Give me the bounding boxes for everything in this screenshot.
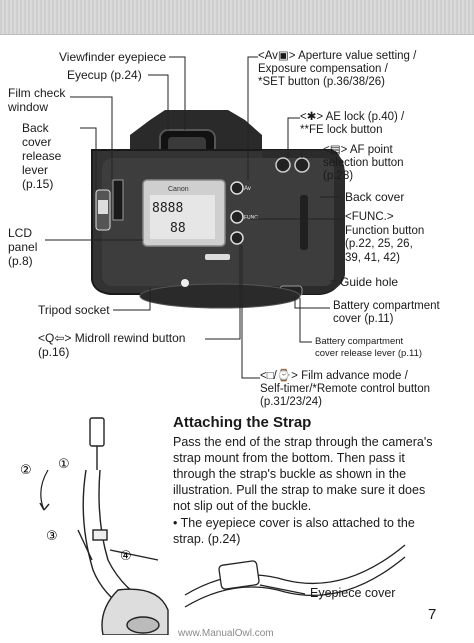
label-battery-cover: Battery compartment cover (p.11)	[333, 300, 440, 325]
label-viewfinder: Viewfinder eyepiece	[59, 50, 167, 64]
label-func: <FUNC.> Function button (p.22, 25, 26, 3…	[345, 211, 425, 264]
tripod-socket	[181, 279, 189, 287]
film-advance-button[interactable]	[230, 231, 244, 245]
ae-lock-button[interactable]	[275, 157, 291, 173]
func-label: FUNC	[244, 215, 258, 221]
label-midroll-page: (p.16)	[38, 345, 70, 359]
label-back-cover-release: Back cover release lever (p.15)	[22, 121, 62, 191]
label-guide-hole: Guide hole	[340, 275, 399, 289]
step-4-marker: ④	[120, 549, 132, 564]
page-number: 7	[428, 606, 437, 623]
label-lcd-panel: LCD panel (p.8)	[8, 226, 38, 268]
section-heading: Attaching the Strap	[173, 414, 312, 431]
label-tripod: Tripod socket	[38, 303, 110, 317]
label-back-cover: Back cover	[345, 190, 405, 204]
label-film-advance: <□/⌚> Film advance mode / Self-timer/*Re…	[260, 370, 431, 408]
av-label: Av	[244, 186, 251, 192]
label-aperture: <Av▣> Aperture value setting / Exposure …	[258, 50, 417, 88]
step-1-marker: ①	[58, 457, 70, 472]
label-af-point: <▤> AF point selection button (p.28)	[323, 144, 404, 182]
midroll-icon: <Q⇦>	[38, 331, 75, 345]
strap-paragraph: Pass the end of the strap through the ca…	[173, 435, 433, 513]
lcd-digits: 8888	[152, 201, 183, 216]
watermark: www.ManualOwl.com	[178, 628, 274, 639]
label-ae-lock: <✱> AE lock (p.40) / **FE lock button	[300, 111, 405, 136]
label-film-check: Film check window	[8, 86, 66, 114]
func-button[interactable]	[230, 210, 244, 224]
lcd-digits-secondary: 88	[170, 221, 186, 236]
camera-back-illustration: Canon 8888 88 Av FUNC	[91, 110, 345, 309]
header-band	[0, 0, 474, 35]
strap-attach-illustration: ② ① ③ ④	[20, 417, 169, 635]
leader-lines	[45, 56, 345, 379]
step-2-marker: ②	[20, 463, 32, 478]
strap-mount-left	[205, 254, 230, 260]
label-battery-lever: Battery compartment cover release lever …	[315, 336, 423, 359]
label-eyepiece-cover: Eyepiece cover	[310, 586, 396, 600]
camera-brand-text: Canon	[168, 186, 189, 193]
step-3-marker: ③	[46, 529, 58, 544]
label-midroll: <Q⇦> Midroll rewind button	[38, 331, 186, 345]
strap-bullet: • The eyepiece cover is also attached to…	[173, 516, 415, 546]
av-button[interactable]	[230, 181, 244, 195]
label-eyecup: Eyecup (p.24)	[67, 68, 142, 82]
eyepiece-cover-illustration	[184, 544, 406, 608]
